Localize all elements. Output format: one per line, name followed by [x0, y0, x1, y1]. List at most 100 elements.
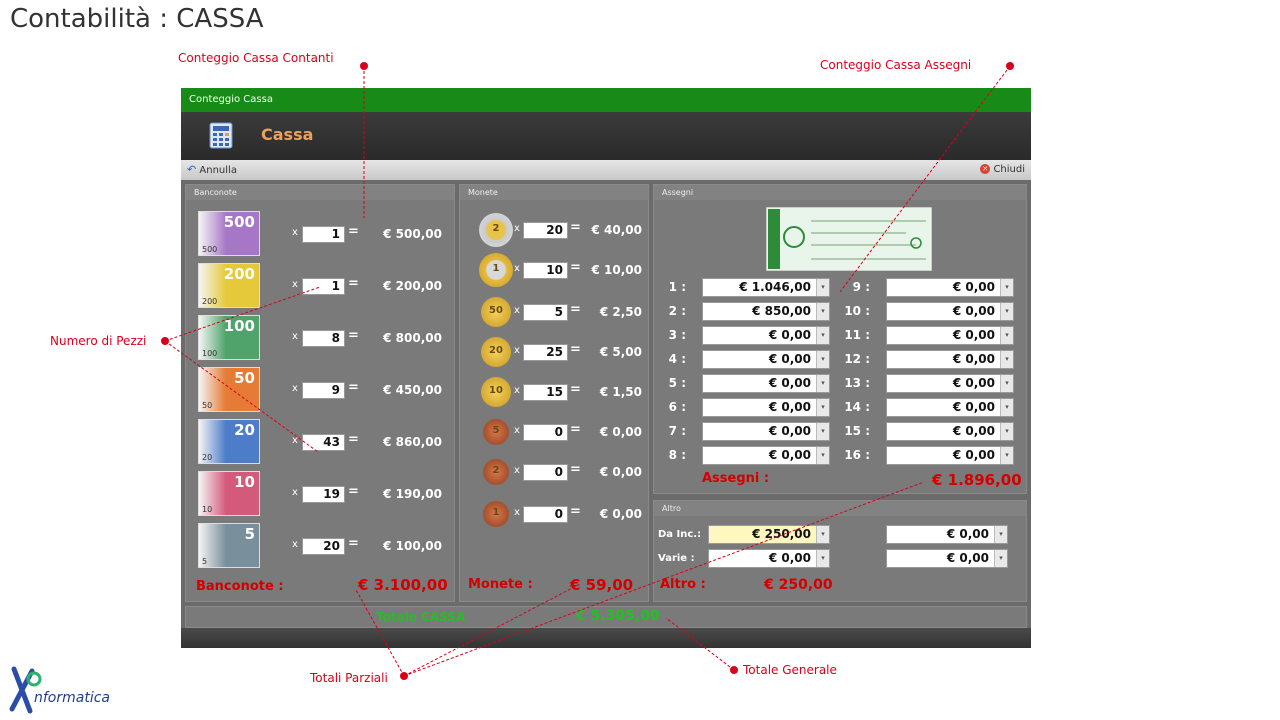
assegno-field[interactable]: € 0,00 ▾: [886, 374, 1014, 393]
coin-image: 20: [481, 337, 511, 367]
dropdown-arrow-icon[interactable]: ▾: [1000, 375, 1013, 392]
totale-label: Totale CASSA: [376, 610, 466, 624]
monete-header: Monete: [460, 185, 648, 200]
dropdown-arrow-icon[interactable]: ▾: [816, 375, 829, 392]
coin-qty-input[interactable]: 25: [523, 344, 568, 361]
altro-extra-field-1[interactable]: € 0,00 ▾: [886, 525, 1008, 544]
assegno-field[interactable]: € 0,00 ▾: [886, 446, 1014, 465]
banknote-denom: 50: [234, 369, 255, 387]
dropdown-arrow-icon[interactable]: ▾: [816, 526, 829, 543]
dropdown-arrow-icon[interactable]: ▾: [1000, 279, 1013, 296]
altro-total-label: Altro :: [660, 577, 706, 592]
banknote-qty-input[interactable]: 8: [302, 330, 345, 347]
banconote-panel: Banconote 500 500 x 1 = € 500,00 200 200…: [185, 184, 455, 602]
equals-sign: =: [348, 276, 359, 291]
assegno-label: 15 :: [844, 424, 870, 438]
undo-icon: ↶: [187, 163, 197, 176]
dropdown-arrow-icon[interactable]: ▾: [1000, 447, 1013, 464]
banknote-qty-input[interactable]: 19: [302, 486, 345, 503]
dropdown-arrow-icon[interactable]: ▾: [816, 550, 829, 567]
dropdown-arrow-icon[interactable]: ▾: [816, 351, 829, 368]
assegno-label: 3 :: [668, 328, 686, 342]
dropdown-arrow-icon[interactable]: ▾: [816, 327, 829, 344]
equals-sign: =: [570, 342, 581, 357]
coin-image: 1: [479, 253, 513, 287]
assegni-header: Assegni: [654, 185, 1026, 200]
assegno-field[interactable]: € 0,00 ▾: [702, 326, 830, 345]
dropdown-arrow-icon[interactable]: ▾: [816, 447, 829, 464]
assegno-field[interactable]: € 0,00 ▾: [702, 350, 830, 369]
assegno-field[interactable]: € 0,00 ▾: [886, 278, 1014, 297]
assegno-field[interactable]: € 850,00 ▾: [702, 302, 830, 321]
banknote-denom: 100: [223, 317, 255, 335]
dropdown-arrow-icon[interactable]: ▾: [994, 550, 1007, 567]
assegno-label: 1 :: [668, 280, 686, 294]
coin-qty-input[interactable]: 5: [523, 304, 568, 321]
banconote-total-label: Banconote :: [196, 579, 284, 594]
coin-qty-input[interactable]: 10: [523, 262, 568, 279]
assegno-label: 5 :: [668, 376, 686, 390]
dropdown-arrow-icon[interactable]: ▾: [1000, 423, 1013, 440]
assegno-field[interactable]: € 0,00 ▾: [702, 446, 830, 465]
dropdown-arrow-icon[interactable]: ▾: [816, 423, 829, 440]
dropdown-arrow-icon[interactable]: ▾: [1000, 327, 1013, 344]
assegno-field[interactable]: € 0,00 ▾: [886, 302, 1014, 321]
dropdown-arrow-icon[interactable]: ▾: [1000, 351, 1013, 368]
times-sign: x: [292, 227, 298, 238]
varie-field[interactable]: € 0,00 ▾: [708, 549, 830, 568]
coin-qty-input[interactable]: 0: [523, 506, 568, 523]
times-sign: x: [514, 465, 520, 476]
altro-extra-field-2[interactable]: € 0,00 ▾: [886, 549, 1008, 568]
banknote-qty-input[interactable]: 20: [302, 538, 345, 555]
slide-title: Contabilità : CASSA: [10, 4, 264, 34]
callout-dot: [161, 337, 169, 345]
assegno-field[interactable]: € 0,00 ▾: [702, 398, 830, 417]
banconote-total-value: € 3.100,00: [358, 576, 448, 594]
times-sign: x: [514, 223, 520, 234]
assegno-label: 14 :: [844, 400, 870, 414]
chiudi-button[interactable]: ✕ Chiudi: [980, 160, 1025, 180]
coin-image: 50: [481, 297, 511, 327]
banknote-denom: 500: [223, 213, 255, 231]
altro-total-value: € 250,00: [764, 577, 833, 593]
da-inc-label: Da Inc.:: [658, 529, 702, 540]
dropdown-arrow-icon[interactable]: ▾: [816, 399, 829, 416]
assegno-field[interactable]: € 0,00 ▾: [702, 374, 830, 393]
dropdown-arrow-icon[interactable]: ▾: [816, 279, 829, 296]
dropdown-arrow-icon[interactable]: ▾: [1000, 303, 1013, 320]
equals-sign: =: [348, 536, 359, 551]
banknote-qty-input[interactable]: 1: [302, 278, 345, 295]
dropdown-arrow-icon[interactable]: ▾: [994, 526, 1007, 543]
callout-pezzi: Numero di Pezzi: [50, 334, 147, 348]
equals-sign: =: [570, 260, 581, 275]
coin-qty-input[interactable]: 15: [523, 384, 568, 401]
dropdown-arrow-icon[interactable]: ▾: [816, 303, 829, 320]
times-sign: x: [292, 435, 298, 446]
coin-qty-input[interactable]: 0: [523, 424, 568, 441]
assegno-field[interactable]: € 0,00 ▾: [886, 350, 1014, 369]
coin-qty-input[interactable]: 20: [523, 222, 568, 239]
da-inc-field[interactable]: € 250,00 ▾: [708, 525, 830, 544]
assegno-field[interactable]: € 0,00 ▾: [886, 422, 1014, 441]
banknote-image: 5 5: [198, 523, 260, 568]
banknote-qty-input[interactable]: 9: [302, 382, 345, 399]
assegno-field[interactable]: € 0,00 ▾: [886, 326, 1014, 345]
callout-parziali: Totali Parziali: [310, 671, 388, 685]
assegno-field[interactable]: € 1.046,00 ▾: [702, 278, 830, 297]
banknote-qty-input[interactable]: 1: [302, 226, 345, 243]
assegno-label: 9 :: [852, 280, 870, 294]
times-sign: x: [514, 263, 520, 274]
coin-value: € 0,00: [599, 425, 642, 439]
coin-qty-input[interactable]: 0: [523, 464, 568, 481]
assegno-field[interactable]: € 0,00 ▾: [886, 398, 1014, 417]
banknote-value: € 200,00: [383, 279, 442, 293]
annulla-button[interactable]: ↶ Annulla: [187, 163, 237, 176]
dropdown-arrow-icon[interactable]: ▾: [1000, 399, 1013, 416]
equals-sign: =: [570, 220, 581, 235]
cheque-image: [766, 207, 932, 271]
assegno-label: 7 :: [668, 424, 686, 438]
coin-value: € 2,50: [599, 305, 642, 319]
assegno-field[interactable]: € 0,00 ▾: [702, 422, 830, 441]
times-sign: x: [514, 345, 520, 356]
banknote-qty-input[interactable]: 43: [302, 434, 345, 451]
